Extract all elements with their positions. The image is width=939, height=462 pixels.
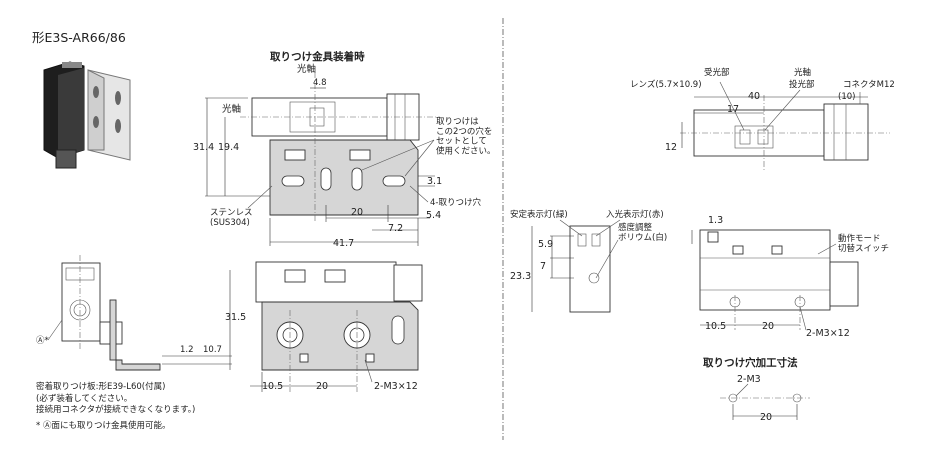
svg-text:7.2: 7.2: [388, 223, 403, 234]
svg-text:31.4: 31.4: [193, 142, 214, 153]
svg-text:安定表示灯(緑): 安定表示灯(緑): [510, 209, 568, 220]
front-view-dimensions: 10.5 20 2-M3×12: [250, 359, 418, 392]
svg-text:10.5: 10.5: [705, 321, 726, 332]
svg-text:光軸: 光軸: [222, 103, 241, 115]
right-top-view: [680, 95, 890, 170]
svg-text:光軸: 光軸: [794, 67, 811, 78]
svg-text:20: 20: [760, 412, 772, 423]
svg-text:23.3: 23.3: [510, 271, 531, 282]
svg-text:コネクタM12: コネクタM12: [843, 80, 895, 90]
svg-text:5.9: 5.9: [538, 239, 553, 250]
svg-text:41.7: 41.7: [333, 238, 354, 249]
sensor-top-view: [240, 72, 440, 222]
svg-text:レンズ(5.7×10.9): レンズ(5.7×10.9): [630, 79, 702, 90]
svg-text:Ⓐ*: Ⓐ*: [36, 336, 49, 346]
right-top-dimensions: 受光部 レンズ(5.7×10.9) 光軸 投光部 コネクタM12 40 (10)…: [630, 67, 895, 153]
svg-text:7: 7: [540, 261, 546, 272]
svg-text:1.3: 1.3: [708, 215, 723, 226]
right-side-view: 5.9 7 23.3 安定表示灯(緑) 入光表示灯(赤) 感度調整ボリウム(白): [510, 209, 667, 313]
svg-text:4-取りつけ穴: 4-取りつけ穴: [430, 197, 482, 208]
svg-text:密着取りつけ板:形E39-L60(付属): 密着取りつけ板:形E39-L60(付属): [36, 381, 165, 392]
svg-text:受光部: 受光部: [704, 67, 730, 78]
svg-text:動作モード切替スイッチ: 動作モード切替スイッチ: [838, 233, 889, 254]
svg-text:1.2: 1.2: [180, 345, 194, 355]
svg-text:* Ⓐ面にも取りつけ金具使用可能。: * Ⓐ面にも取りつけ金具使用可能。: [36, 420, 171, 431]
heading-bracket: 取りつけ金具装着時: [270, 50, 365, 63]
top-view-dimensions: 光軸 4.8 光軸 31.4 19.4 取りつけはこの2つの穴をセットとして使用…: [193, 63, 496, 249]
svg-text:入光表示灯(赤): 入光表示灯(赤): [606, 209, 664, 220]
svg-text:10.7: 10.7: [203, 345, 222, 355]
product-photo: [43, 61, 131, 169]
svg-text:取りつけ穴加工寸法: 取りつけ穴加工寸法: [703, 356, 798, 369]
right-front-view: 1.3 動作モード切替スイッチ 10.5 20 2-M3×12: [691, 215, 889, 339]
svg-text:2-M3×12: 2-M3×12: [806, 328, 850, 339]
svg-text:19.4: 19.4: [218, 142, 239, 153]
svg-text:2-M3: 2-M3: [737, 374, 761, 385]
svg-text:4.8: 4.8: [313, 78, 327, 88]
svg-text:40: 40: [748, 91, 760, 102]
bottom-notes: 密着取りつけ板:形E39-L60(付属) (必ず装着してください。 接続用コネク…: [36, 381, 195, 431]
sensor-side-view: Ⓐ* 1.2 10.7 31.5: [36, 255, 246, 371]
mount-note-line1: 取りつけはこの2つの穴をセットとして使用ください。: [436, 117, 496, 156]
svg-text:感度調整ボリウム(白): 感度調整ボリウム(白): [618, 222, 667, 243]
svg-text:ステンレス(SUS304): ステンレス(SUS304): [210, 208, 253, 228]
svg-text:投光部: 投光部: [789, 79, 815, 90]
sensor-front-view: [255, 261, 423, 392]
svg-text:20: 20: [316, 381, 328, 392]
svg-text:3.1: 3.1: [427, 176, 442, 187]
svg-text:12: 12: [665, 142, 677, 153]
svg-text:17: 17: [727, 104, 739, 115]
model-title: 形E3S-AR66/86: [32, 30, 126, 45]
plate-sub-line1: (必ず装着してください。: [36, 393, 132, 404]
hole-drawing: 取りつけ穴加工寸法 2-M3 20: [703, 356, 810, 423]
svg-text:(10): (10): [838, 92, 855, 102]
svg-text:10.5: 10.5: [262, 381, 283, 392]
svg-text:31.5: 31.5: [225, 312, 246, 323]
svg-text:20: 20: [762, 321, 774, 332]
plate-sub-line2: 接続用コネクタが接続できなくなります。): [36, 404, 195, 415]
svg-text:20: 20: [351, 207, 363, 218]
svg-text:5.4: 5.4: [426, 210, 441, 221]
svg-text:光軸: 光軸: [297, 63, 316, 75]
svg-text:2-M3×12: 2-M3×12: [374, 381, 418, 392]
